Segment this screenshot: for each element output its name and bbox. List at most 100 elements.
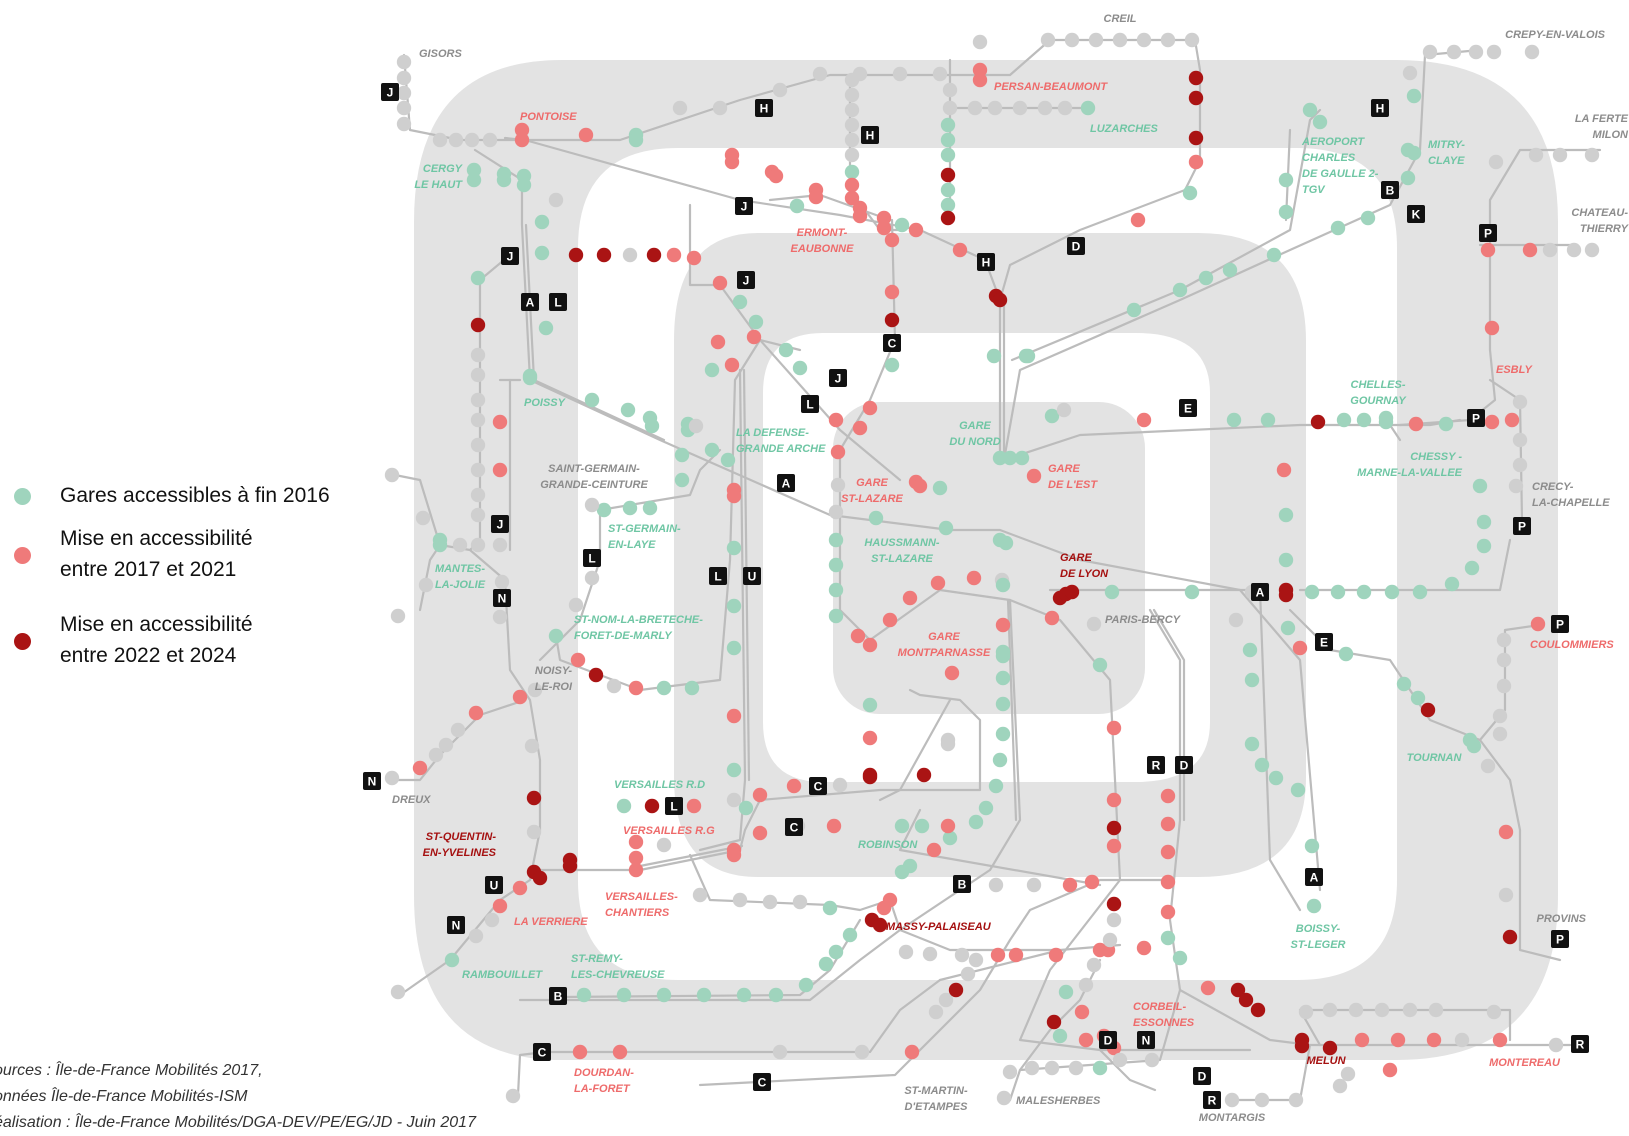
station-dot-not-planned bbox=[1057, 100, 1073, 116]
station-label: DOURDAN-LA-FORET bbox=[574, 1067, 634, 1095]
line-badge: C bbox=[753, 1073, 771, 1091]
station-label-line: ESSONNES bbox=[1133, 1017, 1195, 1029]
station-dot-not-planned bbox=[584, 570, 600, 586]
station-dot-not-planned bbox=[1446, 44, 1462, 60]
station-dot-not-planned bbox=[656, 837, 672, 853]
station-dot-not-planned bbox=[844, 72, 860, 88]
station-dot-not-planned bbox=[844, 117, 860, 133]
station-label-line: EAUBONNE bbox=[791, 243, 855, 255]
station-dot-accessible-2016 bbox=[1290, 782, 1306, 798]
line-badge-letter: J bbox=[387, 86, 394, 100]
station-dot-not-planned bbox=[1492, 726, 1508, 742]
line-badge-letter: H bbox=[1376, 102, 1385, 116]
station-label-line: ST-LEGER bbox=[1290, 939, 1345, 951]
station-dot-accessible-2016 bbox=[1406, 88, 1422, 104]
station-dot-accessible-2016 bbox=[868, 510, 884, 526]
station-dot-accessible-2016 bbox=[1268, 770, 1284, 786]
line-badge-bg bbox=[1479, 224, 1497, 242]
station-dot-planned-2022-2024 bbox=[532, 870, 548, 886]
station-label: RAMBOUILLET bbox=[462, 969, 543, 981]
station-dot-not-planned bbox=[584, 497, 600, 513]
line-badge: K bbox=[1407, 205, 1425, 223]
station-dot-accessible-2016 bbox=[844, 164, 860, 180]
station-dot-accessible-2016 bbox=[596, 502, 612, 518]
station-dot-planned-2017-2021 bbox=[686, 798, 702, 814]
line-badge-bg bbox=[1551, 615, 1569, 633]
line-badge-bg bbox=[1513, 517, 1531, 535]
station-dot-not-planned bbox=[1322, 1002, 1338, 1018]
line-badge-bg bbox=[801, 395, 819, 413]
station-label-line: GARE bbox=[1060, 552, 1092, 564]
station-dot-not-planned bbox=[898, 944, 914, 960]
station-dot-planned-2017-2021 bbox=[940, 818, 956, 834]
line-badge-letter: L bbox=[714, 570, 721, 584]
station-dot-accessible-2016 bbox=[1476, 514, 1492, 530]
station-dot-accessible-2016 bbox=[548, 628, 564, 644]
station-dot-accessible-2016 bbox=[1406, 145, 1422, 161]
line-badge: A bbox=[777, 474, 795, 492]
station-dot-accessible-2016 bbox=[1278, 204, 1294, 220]
station-dot-not-planned bbox=[844, 132, 860, 148]
station-dot-accessible-2016 bbox=[1280, 620, 1296, 636]
station-dot-planned-2017-2021 bbox=[876, 220, 892, 236]
station-dot-not-planned bbox=[1402, 1002, 1418, 1018]
station-dot-accessible-2016 bbox=[1378, 410, 1394, 426]
station-dot-planned-2017-2021 bbox=[1048, 947, 1064, 963]
station-dot-not-planned bbox=[470, 507, 486, 523]
station-dot-accessible-2016 bbox=[466, 162, 482, 178]
station-dot-not-planned bbox=[1496, 652, 1512, 668]
station-dot-accessible-2016 bbox=[1410, 690, 1426, 706]
station-dot-accessible-2016 bbox=[726, 762, 742, 778]
station-label-line: DU NORD bbox=[949, 436, 1000, 448]
station-label-line: THIERRY bbox=[1580, 223, 1629, 235]
station-label-line: AEROPORT bbox=[1301, 136, 1365, 148]
station-label-line: TGV bbox=[1302, 184, 1326, 196]
station-dot-not-planned bbox=[1340, 1066, 1356, 1082]
station-dot-not-planned bbox=[844, 147, 860, 163]
station-dot-planned-2022-2024 bbox=[588, 667, 604, 683]
station-dot-planned-2017-2021 bbox=[930, 575, 946, 591]
station-dot-not-planned bbox=[432, 132, 448, 148]
station-dot-not-planned bbox=[390, 984, 406, 1000]
station-dot-not-planned bbox=[494, 574, 510, 590]
station-dot-not-planned bbox=[1078, 977, 1094, 993]
station-dot-planned-2017-2021 bbox=[578, 127, 594, 143]
station-label-line: CRECY- bbox=[1532, 481, 1574, 493]
station-dot-not-planned bbox=[396, 116, 412, 132]
station-dot-planned-2017-2021 bbox=[1008, 947, 1024, 963]
line-badge-letter: H bbox=[760, 102, 769, 116]
station-dot-accessible-2016 bbox=[1476, 538, 1492, 554]
station-dot-planned-2017-2021 bbox=[876, 210, 892, 226]
line-badge: L bbox=[665, 797, 683, 815]
station-label: ST-MARTIN-D'ETAMPES bbox=[904, 1085, 968, 1113]
station-dot-not-planned bbox=[468, 928, 484, 944]
station-dot-planned-2022-2024 bbox=[1278, 587, 1294, 603]
station-dot-accessible-2016 bbox=[704, 442, 720, 458]
station-label: ST-GERMAIN-EN-LAYE bbox=[608, 523, 681, 551]
station-dot-accessible-2016 bbox=[1080, 100, 1096, 116]
line-badge: L bbox=[801, 395, 819, 413]
station-dot-planned-2017-2021 bbox=[686, 250, 702, 266]
station-dot-accessible-2016 bbox=[1360, 210, 1376, 226]
station-dot-planned-2017-2021 bbox=[1292, 640, 1308, 656]
station-dot-not-planned bbox=[1184, 32, 1200, 48]
station-dot-not-planned bbox=[938, 992, 954, 1008]
station-dot-planned-2017-2021 bbox=[1522, 242, 1538, 258]
line-badge-bg bbox=[447, 916, 465, 934]
station-dot-accessible-2016 bbox=[992, 752, 1008, 768]
station-label: CREIL bbox=[1104, 13, 1137, 25]
station-dot-not-planned bbox=[1106, 912, 1122, 928]
line-badge-bg bbox=[491, 515, 509, 533]
station-dot-planned-2017-2021 bbox=[972, 62, 988, 78]
station-label: LA DEFENSE-GRANDE ARCHE bbox=[736, 427, 826, 455]
station-label: HAUSSMANN-ST-LAZARE bbox=[864, 537, 940, 565]
station-dot-not-planned bbox=[464, 132, 480, 148]
station-dot-planned-2017-2021 bbox=[1200, 980, 1216, 996]
station-dot-planned-2017-2021 bbox=[1106, 838, 1122, 854]
station-label-line: CERGY bbox=[423, 163, 464, 175]
line-badge: E bbox=[1315, 633, 1333, 651]
station-dot-planned-2017-2021 bbox=[1084, 874, 1100, 890]
